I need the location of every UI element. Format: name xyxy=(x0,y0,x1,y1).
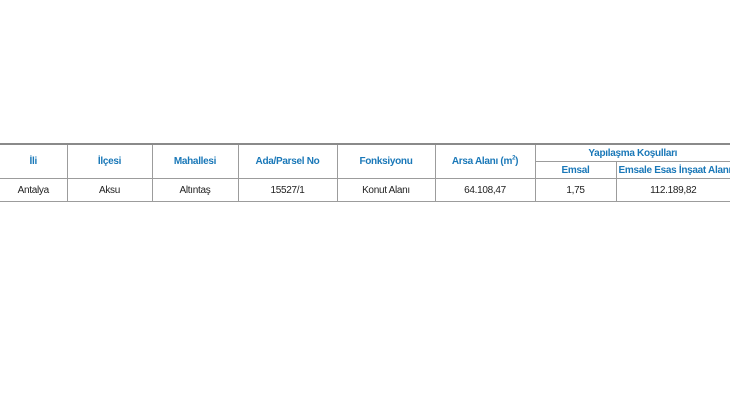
header-arsa-alani: Arsa Alanı (m2) xyxy=(434,143,536,179)
parcel-table: İli İlçesi Mahallesi Ada/Parsel No Fonks… xyxy=(0,143,730,202)
header-yapilasma: Yapılaşma Koşulları xyxy=(534,143,730,162)
cell-insaat-alani: 112.189,82 xyxy=(615,178,730,202)
cell-mahalle: Altıntaş xyxy=(151,178,239,202)
header-ada-parsel: Ada/Parsel No xyxy=(237,143,338,179)
header-fonksiyon: Fonksiyonu xyxy=(336,143,436,179)
header-arsa-alani-close: ) xyxy=(515,156,519,167)
table-subheader-row: Emsal Emsale Esas İnşaat Alanı (m2) xyxy=(0,161,730,179)
header-insaat-alani-text: Emsale Esas İnşaat Alanı (m xyxy=(618,164,730,176)
table-header-row: İli İlçesi Mahallesi Ada/Parsel No Fonks… xyxy=(0,143,730,179)
header-insaat-alani: Emsale Esas İnşaat Alanı (m2) xyxy=(615,161,730,179)
header-il: İli xyxy=(0,143,68,179)
header-arsa-alani-sup: 2 xyxy=(512,155,516,162)
cell-il: Antalya xyxy=(0,178,68,202)
cell-ilce: Aksu xyxy=(66,178,153,202)
table-row: Antalya Aksu Altıntaş 15527/1 Konut Alan… xyxy=(0,178,730,202)
header-ilce: İlçesi xyxy=(66,143,153,179)
cell-arsa-alani: 64.108,47 xyxy=(434,178,536,202)
cell-emsal: 1,75 xyxy=(534,178,617,202)
header-mahalle: Mahallesi xyxy=(151,143,239,179)
cell-ada-parsel: 15527/1 xyxy=(237,178,338,202)
header-emsal: Emsal xyxy=(535,161,617,179)
cell-fonksiyon: Konut Alanı xyxy=(336,178,436,202)
header-arsa-alani-text: Arsa Alanı (m xyxy=(451,156,513,167)
